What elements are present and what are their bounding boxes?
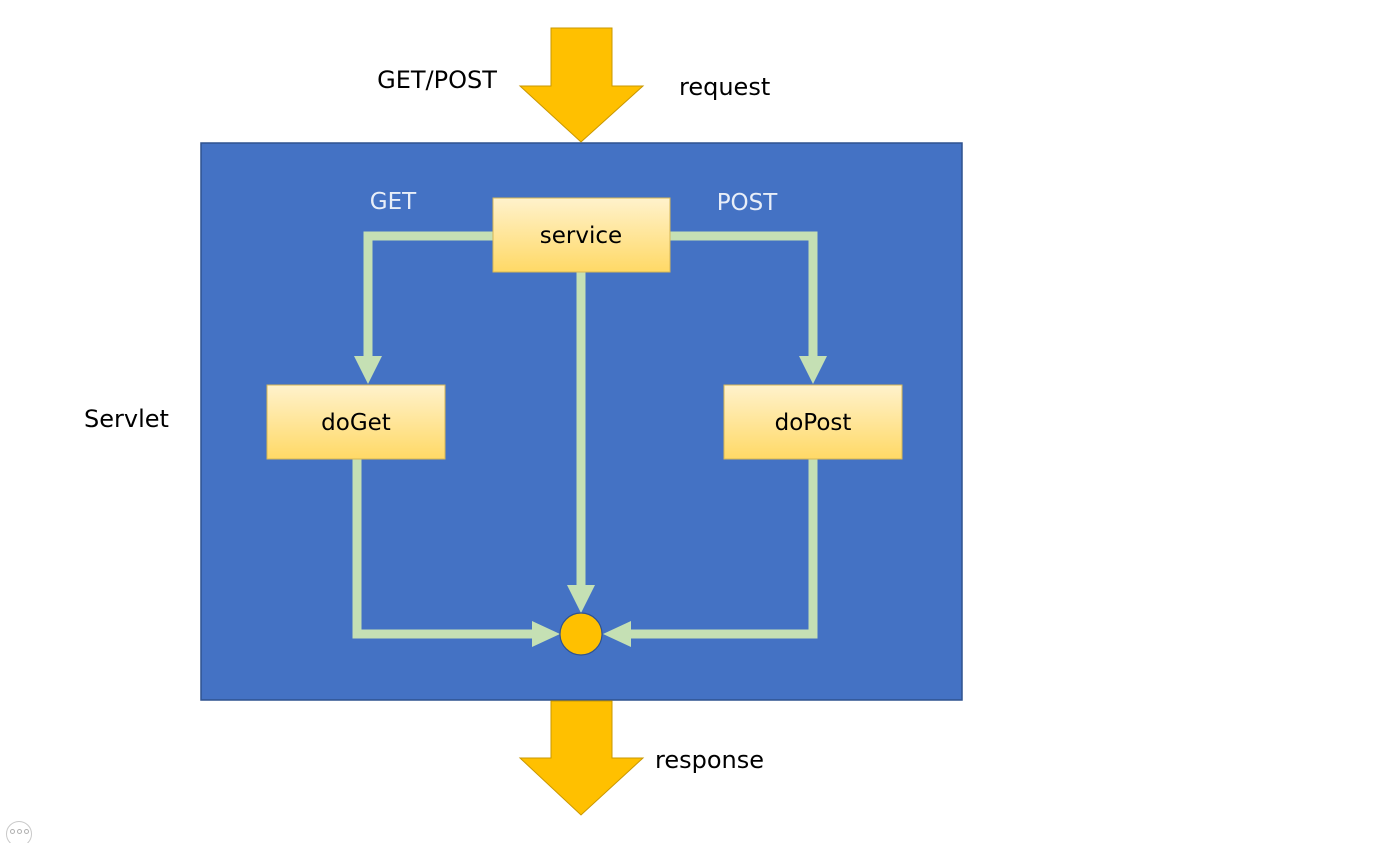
response-label: response bbox=[655, 746, 764, 774]
dopost-box: doPost bbox=[723, 384, 903, 460]
service-label: service bbox=[540, 223, 622, 249]
doget-label: doGet bbox=[321, 410, 391, 436]
arrowhead-dopost-join bbox=[603, 621, 631, 647]
request-arrow-icon bbox=[518, 27, 645, 143]
arrowhead-doget-join bbox=[532, 621, 560, 647]
request-label: request bbox=[679, 73, 770, 101]
connectors bbox=[352, 231, 818, 639]
connector-service-to-doget bbox=[363, 231, 493, 356]
doget-box: doGet bbox=[266, 384, 446, 460]
arrowhead-service-join bbox=[567, 585, 595, 613]
arrowhead-dopost bbox=[799, 356, 827, 384]
connector-doget-to-join bbox=[352, 459, 532, 639]
more-dots-icon[interactable] bbox=[6, 821, 32, 843]
connector-service-to-dopost bbox=[670, 231, 818, 356]
join-node-icon bbox=[559, 612, 603, 656]
response-arrow-icon bbox=[518, 700, 645, 816]
service-box: service bbox=[492, 197, 671, 273]
nav-dot bbox=[16, 828, 22, 834]
arrowheads bbox=[354, 356, 827, 647]
servlet-label: Servlet bbox=[84, 405, 169, 433]
connector-dopost-to-join bbox=[631, 459, 818, 639]
dopost-label: doPost bbox=[775, 410, 852, 436]
post-branch-label: POST bbox=[717, 190, 779, 216]
method-label: GET/POST bbox=[377, 66, 497, 94]
nav-dot bbox=[23, 828, 29, 834]
get-branch-label: GET bbox=[370, 189, 417, 215]
arrowhead-doget bbox=[354, 356, 382, 384]
nav-dot bbox=[9, 828, 15, 834]
